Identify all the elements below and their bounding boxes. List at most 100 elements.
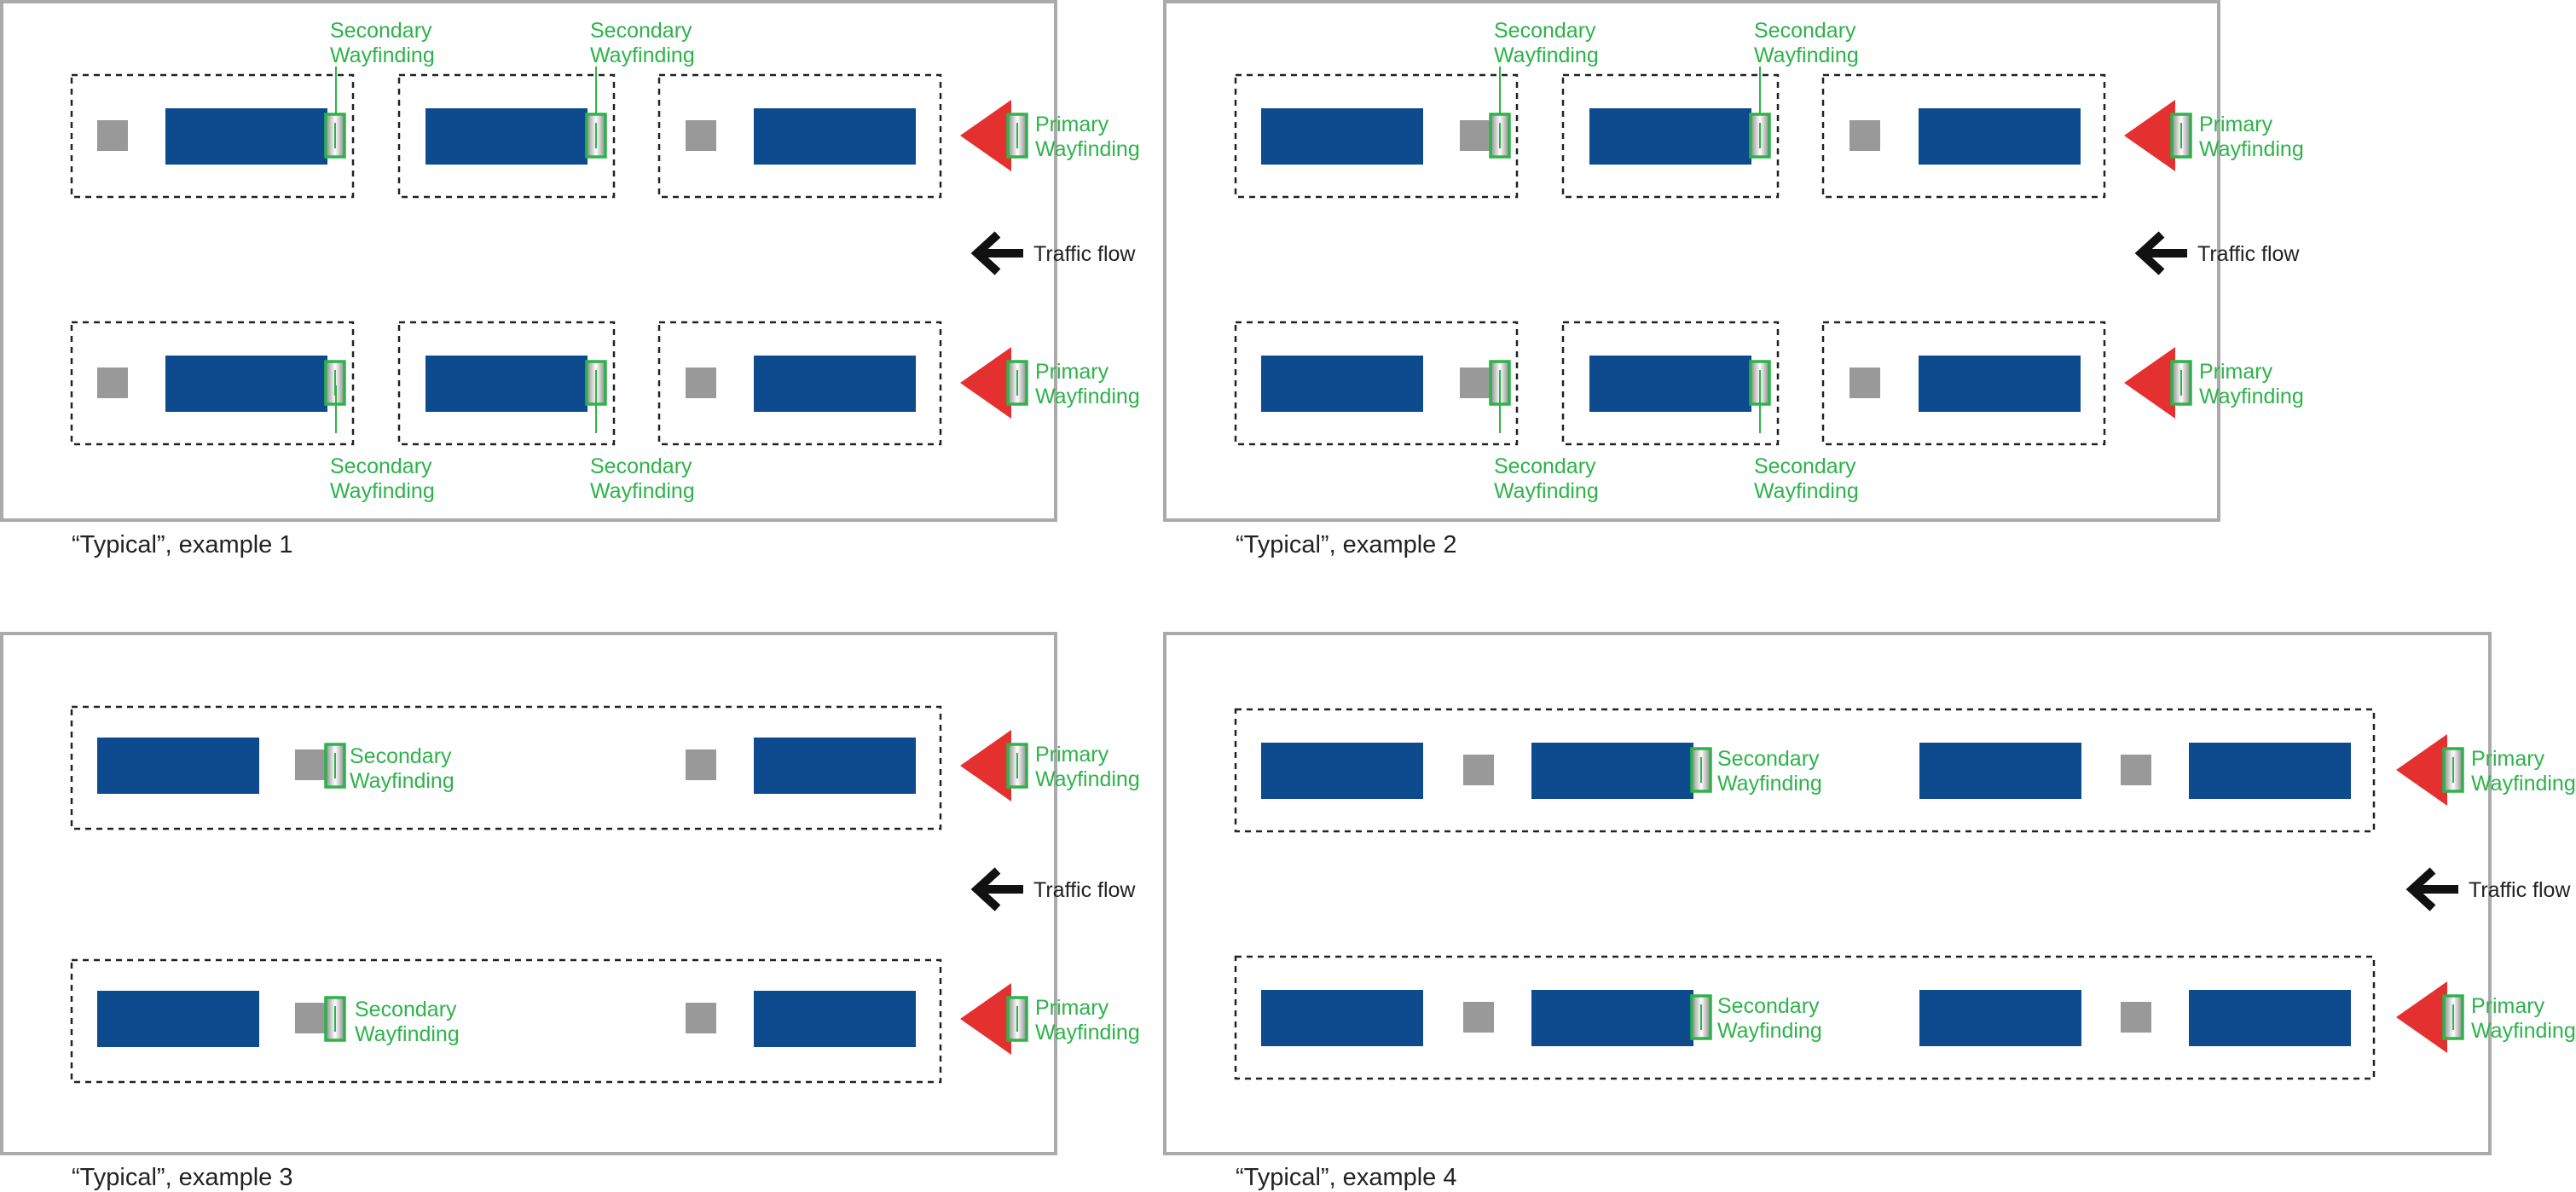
red-triangle-icon — [960, 347, 1011, 419]
vehicle-block — [425, 356, 588, 412]
island-zone — [1234, 321, 1519, 446]
traffic-flow-indicator: Traffic flow — [970, 231, 1136, 275]
secondary-wayfinding-label: Secondary — [1717, 747, 1820, 771]
secondary-wayfinding-label: Secondary — [590, 19, 692, 43]
vehicle-block — [97, 738, 259, 794]
pump-block — [1460, 367, 1491, 398]
vehicle-block — [2189, 990, 2351, 1046]
island-zone — [70, 321, 355, 446]
secondary-wayfinding-label: Secondary — [1494, 454, 1596, 478]
vehicle-block — [1589, 108, 1751, 165]
traffic-flow-label: Traffic flow — [2197, 242, 2300, 266]
island-zone — [70, 958, 942, 1084]
primary-wayfinding-label: Wayfinding — [1035, 767, 1140, 791]
pump-block — [2121, 755, 2151, 785]
vehicle-block — [1261, 990, 1423, 1046]
primary-wayfinding-label: Wayfinding — [1035, 1021, 1140, 1044]
island-zone — [397, 321, 616, 446]
secondary-wayfinding-label: Wayfinding — [1717, 1019, 1822, 1043]
left-arrow-icon — [2405, 867, 2458, 911]
island-zone — [1561, 73, 1780, 199]
primary-wayfinding-label: Primary — [1035, 743, 1109, 767]
primary-wayfinding-label: Wayfinding — [1035, 137, 1140, 161]
traffic-flow-label: Traffic flow — [1033, 242, 1136, 266]
traffic-flow-label: Traffic flow — [1033, 878, 1136, 902]
panel-frame — [1163, 0, 2220, 522]
pump-block — [686, 1003, 716, 1033]
secondary-wayfinding-label: Secondary — [330, 454, 432, 478]
island-zone — [397, 73, 616, 199]
red-triangle-icon — [960, 100, 1011, 171]
primary-wayfinding-label: Primary — [2471, 994, 2545, 1018]
secondary-wayfinding-label: Wayfinding — [330, 479, 435, 503]
red-triangle-icon — [960, 730, 1011, 801]
vehicle-block — [754, 991, 916, 1047]
primary-wayfinding-label: Primary — [2199, 360, 2273, 384]
secondary-wayfinding-label: Wayfinding — [1717, 772, 1822, 796]
secondary-wayfinding-label: Wayfinding — [590, 43, 695, 67]
vehicle-block — [2189, 743, 2351, 799]
panel-caption: “Typical”, example 1 — [72, 531, 293, 558]
vehicle-block — [1531, 990, 1693, 1046]
primary-wayfinding-label: Primary — [2199, 113, 2273, 136]
traffic-flow-label: Traffic flow — [2469, 878, 2571, 902]
secondary-wayfinding-label: Wayfinding — [1494, 479, 1599, 503]
island-zone — [657, 73, 942, 199]
island-zone — [1561, 321, 1780, 446]
primary-wayfinding-label: Primary — [1035, 360, 1109, 384]
panel-frame — [0, 0, 1057, 522]
vehicle-block — [754, 108, 916, 165]
island-zone — [1234, 955, 2376, 1080]
pump-block — [1463, 755, 1494, 785]
island-zone — [70, 73, 355, 199]
secondary-wayfinding-label: Secondary — [350, 744, 452, 768]
red-triangle-icon — [2396, 734, 2447, 806]
left-arrow-icon — [2134, 231, 2187, 275]
secondary-wayfinding-label: Secondary — [1717, 994, 1820, 1018]
vehicle-block — [1919, 356, 2081, 412]
secondary-wayfinding-label: Secondary — [1754, 19, 1856, 43]
vehicle-block — [754, 356, 916, 412]
vehicle-block — [754, 738, 916, 794]
secondary-wayfinding-label: Wayfinding — [330, 43, 435, 67]
primary-wayfinding-label: Primary — [1035, 996, 1109, 1020]
pump-block — [1463, 1002, 1494, 1033]
primary-wayfinding-label: Wayfinding — [1035, 385, 1140, 408]
red-triangle-icon — [960, 983, 1011, 1055]
secondary-wayfinding-label: Wayfinding — [350, 769, 454, 793]
vehicle-block — [1261, 356, 1423, 412]
pump-block — [97, 120, 128, 151]
panel-caption: “Typical”, example 3 — [72, 1164, 293, 1191]
island-zone — [1234, 708, 2376, 833]
pump-block — [295, 749, 326, 780]
panel-frame — [0, 632, 1057, 1155]
secondary-wayfinding-label: Secondary — [1494, 19, 1596, 43]
vehicle-block — [1589, 356, 1751, 412]
secondary-wayfinding-label: Secondary — [1754, 454, 1856, 478]
left-arrow-icon — [970, 867, 1023, 911]
pump-block — [1850, 120, 1880, 151]
secondary-wayfinding-label: Secondary — [330, 19, 432, 43]
island-zone — [1234, 73, 1519, 199]
primary-wayfinding-label: Wayfinding — [2471, 772, 2576, 796]
vehicle-block — [1261, 108, 1423, 165]
secondary-wayfinding-label: Wayfinding — [1754, 479, 1859, 503]
red-triangle-icon — [2124, 347, 2175, 419]
island-zone — [1821, 321, 2106, 446]
pump-block — [686, 120, 716, 151]
vehicle-block — [97, 991, 259, 1047]
panel-frame — [1163, 632, 2492, 1155]
island-zone — [70, 705, 942, 830]
traffic-flow-indicator: Traffic flow — [2134, 231, 2300, 275]
vehicle-block — [165, 356, 327, 412]
secondary-wayfinding-label: Wayfinding — [1494, 43, 1599, 67]
red-triangle-icon — [2124, 100, 2175, 171]
vehicle-block — [1919, 743, 2081, 799]
